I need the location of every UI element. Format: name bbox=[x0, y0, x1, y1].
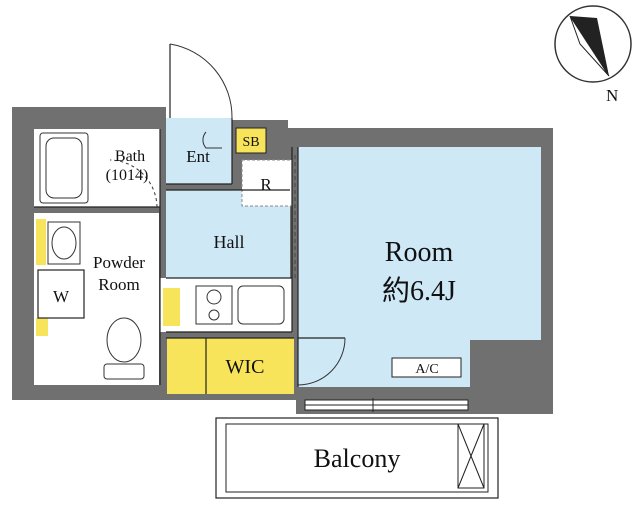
bathtub bbox=[39, 132, 89, 204]
balcony-railing bbox=[225, 423, 489, 493]
room-door-swing bbox=[297, 337, 346, 386]
refrigerator-space bbox=[241, 159, 293, 207]
entrance-area bbox=[166, 118, 232, 184]
refrigerator-label: R bbox=[260, 175, 272, 194]
kitchen-area bbox=[160, 278, 292, 332]
air-conditioner-unit bbox=[391, 357, 462, 378]
partitions bbox=[34, 118, 299, 394]
main-room-size-label: 約6.4J bbox=[382, 275, 456, 307]
stove bbox=[195, 285, 233, 325]
shoe-box-label: SB bbox=[242, 135, 259, 150]
powder-room-label-line2: Room bbox=[98, 275, 140, 294]
kitchen-sink bbox=[237, 285, 285, 325]
stove-burner-top bbox=[206, 289, 222, 305]
compass-needle-light bbox=[569, 15, 610, 77]
balcony-slab bbox=[215, 417, 499, 499]
entrance-label: Ent bbox=[186, 147, 210, 166]
hall-label: Hall bbox=[214, 232, 245, 252]
balcony-hatch bbox=[457, 423, 485, 489]
balcony-windows bbox=[304, 398, 469, 412]
compass: N bbox=[554, 5, 632, 105]
toilet-tank bbox=[103, 363, 145, 380]
vanity bbox=[47, 221, 81, 265]
bath-size-label: (1014) bbox=[106, 167, 149, 184]
walk-in-closet-area bbox=[167, 338, 294, 394]
vanity-basin bbox=[51, 226, 77, 260]
air-conditioner-label: A/C bbox=[415, 362, 438, 377]
bath-label: Bath bbox=[115, 148, 145, 165]
powder-shelf-top bbox=[36, 219, 46, 265]
kitchen-storage bbox=[163, 288, 180, 326]
entrance-step bbox=[202, 131, 222, 149]
labels: Bath (1014) Ent SB R Hall Powder Room W … bbox=[53, 135, 456, 473]
toilet-bowl bbox=[106, 317, 142, 363]
washer-label: W bbox=[53, 287, 70, 306]
balcony bbox=[215, 417, 499, 499]
washing-machine bbox=[37, 269, 85, 319]
bathtub-inner bbox=[45, 137, 83, 199]
stove-burner-bottom bbox=[208, 309, 220, 321]
compass-north-label: N bbox=[606, 86, 618, 105]
main-room-wall-notch bbox=[470, 340, 541, 387]
bath-area bbox=[34, 129, 160, 207]
balcony-label: Balcony bbox=[314, 444, 401, 473]
powder-shelf-bottom bbox=[36, 318, 48, 336]
main-room-label: Room bbox=[385, 237, 454, 268]
shoe-box bbox=[235, 127, 267, 154]
fixtures bbox=[37, 43, 346, 386]
powder-room-label-line1: Powder bbox=[93, 253, 145, 272]
bath-door-swing bbox=[109, 159, 158, 208]
entrance-door-swing bbox=[169, 43, 233, 119]
wic-label: WIC bbox=[226, 356, 265, 378]
